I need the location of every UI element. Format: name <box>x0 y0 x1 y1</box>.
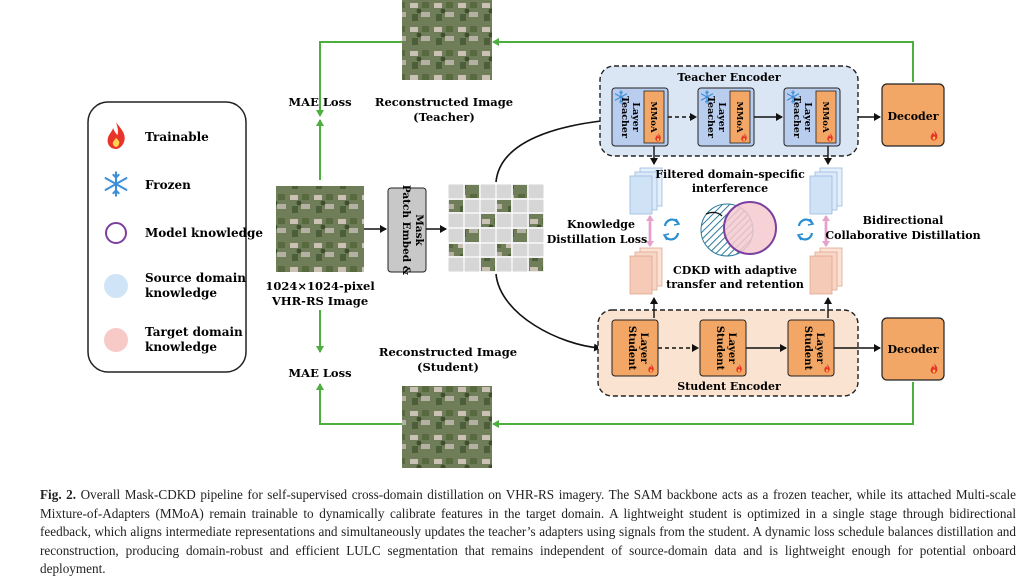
svg-text:Layer: Layer <box>638 333 649 365</box>
input-label-1: 1024×1024-pixel <box>265 279 375 293</box>
legend-model-knowledge-label: Model knowledge <box>145 226 263 240</box>
input-label-2: VHR-RS Image <box>271 294 368 308</box>
teacher-encoder-title: Teacher Encoder <box>677 71 780 84</box>
cdkd-label-1: CDKD with adaptive <box>673 264 797 277</box>
svg-text:MMoA: MMoA <box>820 101 830 132</box>
kd-loss-label-1: Knowledge <box>567 218 635 231</box>
student-decoder-label: Decoder <box>887 343 938 356</box>
pipeline-diagram: Trainable Frozen Model knowledge Source … <box>87 0 981 468</box>
teacher-decoder-label: Decoder <box>887 110 938 123</box>
legend-trainable-label: Trainable <box>145 130 209 144</box>
svg-text:Student: Student <box>714 326 725 371</box>
svg-text:MMoA: MMoA <box>648 101 658 132</box>
filtered-label-1: Filtered domain-specific <box>655 168 805 181</box>
cdkd-label-2: transfer and retention <box>666 278 804 291</box>
legend-target-label-1: Target domain <box>145 325 243 339</box>
filtered-label-2: interference <box>692 182 768 195</box>
teacher-feature-stack-right <box>809 167 843 215</box>
cycle-icon-left <box>662 218 681 241</box>
legend-target-label-2: knowledge <box>145 340 217 354</box>
mae-top-arrow <box>316 41 402 117</box>
teacher-layer-1: Teacher Layer MMoA <box>611 87 669 147</box>
legend-source-label-1: Source domain <box>145 271 246 285</box>
student-feature-stack-left <box>629 247 663 295</box>
patch-embed-label-1: Patch Embed & <box>400 185 412 276</box>
reconstructed-teacher-label-1: Reconstructed Image <box>375 95 513 109</box>
reconstructed-teacher-label-2: (Teacher) <box>413 110 475 124</box>
cdkd-venn-diagram <box>700 201 777 257</box>
teacher-reconstruction-arrow <box>492 38 914 82</box>
svg-text:Layer: Layer <box>802 102 813 132</box>
teacher-layer-2: Teacher Layer MMoA <box>697 87 755 147</box>
teacher-layer-3: Teacher Layer MMoA <box>783 87 841 147</box>
svg-text:Student: Student <box>626 326 637 371</box>
svg-text:Layer: Layer <box>630 102 641 132</box>
legend-source-label-2: knowledge <box>145 286 217 300</box>
reconstructed-student-image <box>402 386 492 468</box>
svg-text:Student: Student <box>802 326 813 371</box>
input-image <box>276 186 364 272</box>
svg-text:MMoA: MMoA <box>734 101 744 132</box>
reconstructed-student-label-2: (Student) <box>417 360 479 374</box>
student-decoder-block <box>881 317 945 381</box>
svg-text:Layer: Layer <box>716 102 727 132</box>
reconstructed-teacher-image <box>402 0 492 80</box>
student-layer-2: Student Layer <box>699 319 747 377</box>
cycle-icon-right <box>796 218 815 241</box>
svg-text:Layer: Layer <box>726 333 737 365</box>
legend-source-dot <box>104 274 128 298</box>
teacher-decoder-block <box>881 83 945 147</box>
legend-circle-outline-icon <box>105 222 127 244</box>
masked-patch-grid <box>447 183 545 273</box>
student-feature-stack-right <box>809 247 843 295</box>
legend-frozen-label: Frozen <box>145 178 191 192</box>
svg-text:Teacher: Teacher <box>791 96 802 139</box>
patch-embed-block <box>387 187 427 273</box>
legend-target-dot <box>104 328 128 352</box>
student-encoder-title: Student Encoder <box>677 380 781 393</box>
bidir-label-1: Bidirectional <box>863 214 944 227</box>
mae-bottom-arrow <box>316 383 402 425</box>
mae-loss-bottom-label: MAE Loss <box>288 366 351 380</box>
svg-text:Teacher: Teacher <box>619 96 630 139</box>
student-layer-1: Student Layer <box>611 319 659 377</box>
figure-number: Fig. 2. <box>40 487 77 502</box>
legend-box <box>87 101 247 373</box>
grid-to-teacher-arrow <box>495 116 611 183</box>
kd-loss-label-2: Distillation Loss <box>547 233 648 246</box>
svg-text:Teacher: Teacher <box>705 96 716 139</box>
student-layer-3: Student Layer <box>787 319 835 377</box>
grid-to-student-arrow <box>495 273 601 352</box>
reconstructed-student-label-1: Reconstructed Image <box>379 345 517 359</box>
figure-caption: Fig. 2. Overall Mask-CDKD pipeline for s… <box>40 486 1016 579</box>
student-reconstruction-arrow <box>492 382 914 428</box>
bidir-label-2: Collaborative Distillation <box>825 229 980 242</box>
svg-text:Layer: Layer <box>814 333 825 365</box>
mae-loss-top-label: MAE Loss <box>288 95 351 109</box>
patch-embed-label-2: Mask <box>413 214 425 246</box>
figure-caption-text: Overall Mask-CDKD pipeline for self-supe… <box>40 487 1016 577</box>
teacher-feature-stack-left <box>629 167 663 215</box>
